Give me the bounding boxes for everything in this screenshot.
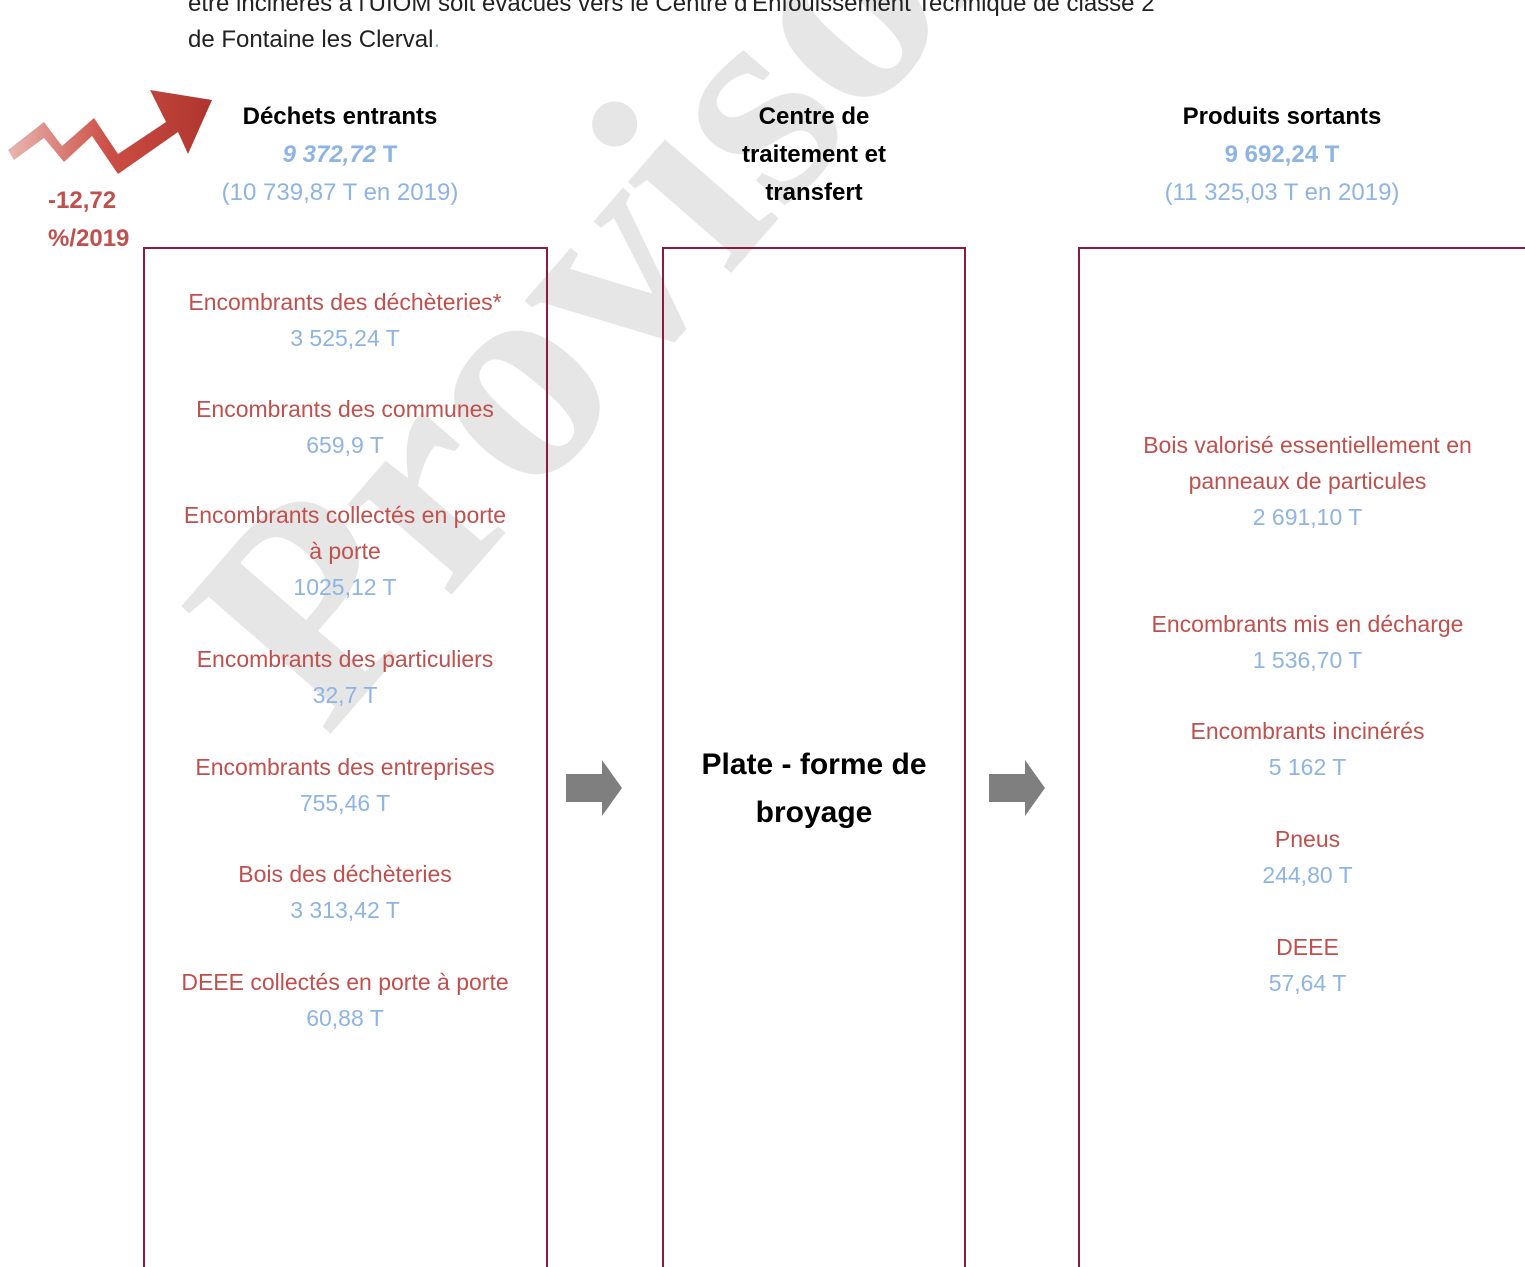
sortants-total: 9 692,24 T [1224,141,1340,168]
input-label: Bois des déchèteries [238,861,452,887]
intro-text: être incinérés à l'UIOM soit évacués ver… [188,0,1388,58]
input-label: Encombrants des communes [196,396,494,422]
input-value: 755,46 T [299,790,391,816]
intro-line-1: être incinérés à l'UIOM soit évacués ver… [188,0,1155,17]
output-item: DEEE 57,64 T [1085,929,1525,1001]
input-value: 32,7 T [312,682,378,708]
centre-header: Centre de traitement et transfert [664,98,964,212]
centre-box [662,247,966,1267]
output-value: 2 691,10 T [1252,504,1363,530]
sortants-previous: (11 325,03 T en 2019) [1164,179,1400,206]
output-label: Encombrants incinérés [1190,718,1425,744]
output-label-2: panneaux de particules [1188,468,1427,494]
input-item: Encombrants des entreprises 755,46 T [145,749,545,821]
input-value: 3 313,42 T [290,897,400,923]
input-value: 659,9 T [306,432,384,458]
trend-value: -12,72 [48,187,117,214]
input-label: Encombrants collectés en porte [183,502,507,528]
outputs-box [1078,247,1525,1267]
input-label-2: à porte [309,538,381,564]
output-value: 57,64 T [1268,970,1347,996]
input-value: 60,88 T [306,1005,384,1031]
output-label: Encombrants mis en décharge [1151,611,1464,637]
process-line-2: broyage [755,796,873,829]
sortants-title: Produits sortants [1182,103,1382,130]
input-value: 1025,12 T [293,574,397,600]
entrants-total: 9 372,72 [282,141,377,168]
output-item: Pneus 244,80 T [1085,821,1525,893]
process-label: Plate - forme de broyage [664,741,964,837]
trend-arrow-icon [8,90,212,174]
centre-title-2: traitement et [741,141,887,168]
output-value: 244,80 T [1262,862,1353,888]
entrants-previous: (10 739,87 T en 2019) [221,179,459,206]
arrow-right-icon [989,760,1045,816]
output-label: DEEE [1276,934,1339,960]
input-label: Encombrants des déchèteries* [188,289,502,315]
trend-suffix: %/2019 [48,225,130,252]
input-item: Encombrants des communes 659,9 T [145,391,545,463]
input-item: Encombrants collectés en porte à porte 1… [145,497,545,605]
output-item: Encombrants mis en décharge 1 536,70 T [1085,606,1525,678]
centre-title-3: transfert [765,179,863,206]
entrants-title: Déchets entrants [242,103,438,130]
entrants-unit: T [376,141,398,168]
output-item: Encombrants incinérés 5 162 T [1085,713,1525,785]
intro-line-2-end: . [433,26,441,53]
centre-title-1: Centre de [758,103,870,130]
output-item: Bois valorisé essentiellement en panneau… [1085,427,1525,535]
input-label: Encombrants des particuliers [196,646,494,672]
process-line-1: Plate - forme de [701,748,927,781]
output-value: 5 162 T [1268,754,1347,780]
input-item: Encombrants des particuliers 32,7 T [145,641,545,713]
input-item: DEEE collectés en porte à porte 60,88 T [145,964,545,1036]
output-label: Bois valorisé essentiellement en [1143,432,1472,458]
input-label: DEEE collectés en porte à porte [181,969,509,995]
input-item: Bois des déchèteries 3 313,42 T [145,856,545,928]
input-label: Encombrants des entreprises [195,754,495,780]
inputs-box [143,247,548,1267]
output-label: Pneus [1274,826,1341,852]
entrants-total-line: 9 372,72 T [190,136,490,174]
trend-badge: -12,72 %/2019 [48,182,148,258]
arrow-right-icon [566,760,622,816]
sortants-header: Produits sortants 9 692,24 T (11 325,03 … [1130,98,1434,212]
intro-line-2: de Fontaine les Clerval. [188,22,1388,58]
output-value: 1 536,70 T [1252,647,1363,673]
input-value: 3 525,24 T [290,325,400,351]
intro-line-2-text: de Fontaine les Clerval [188,26,434,53]
entrants-header: Déchets entrants 9 372,72 T (10 739,87 T… [190,98,490,212]
input-item: Encombrants des déchèteries* 3 525,24 T [145,284,545,356]
